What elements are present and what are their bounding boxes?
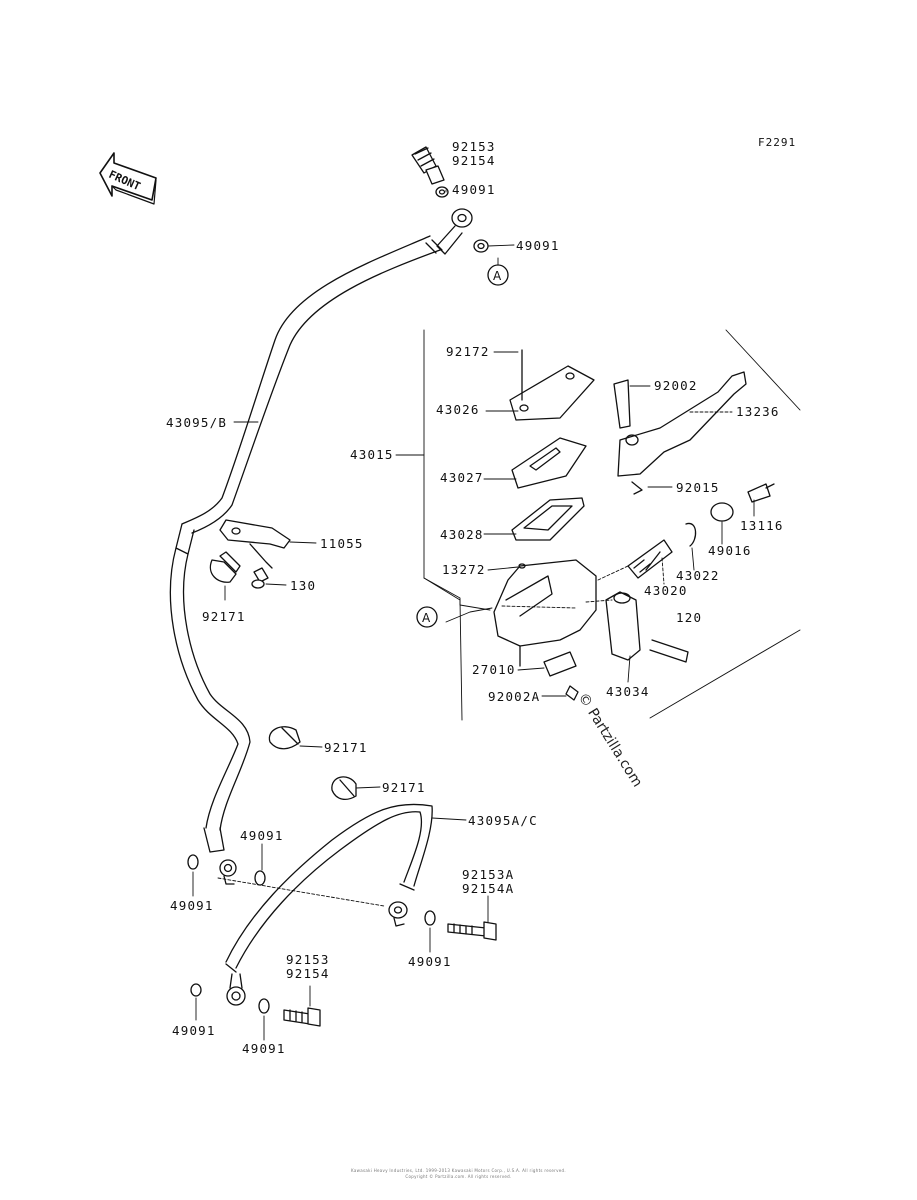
part-label-27010[interactable]: 27010 — [472, 662, 516, 677]
part-label-49091-a[interactable]: 49091 — [452, 182, 496, 197]
brake-hose-43095-b-lower — [169, 547, 251, 853]
part-label-43028[interactable]: 43028 — [440, 527, 484, 542]
switch-13116 — [747, 483, 775, 503]
part-label-130[interactable]: 130 — [290, 578, 317, 593]
figure-code: F2291 — [758, 136, 797, 149]
part-label-49016[interactable]: 49016 — [708, 543, 752, 558]
part-label-92153-top[interactable]: 92153 — [452, 139, 496, 154]
part-label-92171-a[interactable]: 92171 — [202, 609, 246, 624]
banjo-bolt-92153a — [447, 921, 497, 941]
washer-49091-a — [435, 186, 449, 198]
ref-marker-a-top: A — [487, 264, 509, 286]
part-label-49091-d[interactable]: 49091 — [240, 828, 284, 843]
part-label-92002a[interactable]: 92002A — [488, 689, 541, 704]
banjo-bolt-top — [411, 146, 445, 185]
part-label-43020[interactable]: 43020 — [644, 583, 688, 598]
brake-lever-13236 — [613, 371, 747, 495]
part-label-11055[interactable]: 11055 — [320, 536, 364, 551]
part-label-43095-b[interactable]: 43095/B — [166, 415, 228, 430]
banjo-fitting-bottom — [226, 973, 246, 1006]
part-label-49091-b[interactable]: 49091 — [516, 238, 560, 253]
part-label-43015[interactable]: 43015 — [350, 447, 394, 462]
part-label-43034[interactable]: 43034 — [606, 684, 650, 699]
part-label-13116[interactable]: 13116 — [740, 518, 784, 533]
clamp-92171-a — [209, 551, 241, 583]
part-label-92154a[interactable]: 92154A — [462, 881, 515, 896]
bracket-11055 — [219, 519, 291, 569]
banjo-fitting-right — [388, 901, 408, 927]
part-label-13272[interactable]: 13272 — [442, 562, 486, 577]
brake-hose-43095-b — [175, 235, 443, 555]
svg-text:A: A — [422, 611, 431, 625]
part-label-92154-bottom[interactable]: 92154 — [286, 966, 330, 981]
front-arrow-icon: FRONT — [99, 152, 157, 205]
part-label-92153-bottom[interactable]: 92153 — [286, 952, 330, 967]
part-label-43027[interactable]: 43027 — [440, 470, 484, 485]
assembly-group-lines — [217, 329, 801, 907]
part-label-43095-ac[interactable]: 43095A/C — [468, 813, 538, 828]
bolt-130 — [251, 567, 269, 589]
washer-49091-b — [473, 239, 489, 253]
part-label-49091-e[interactable]: 49091 — [408, 954, 452, 969]
part-label-92172[interactable]: 92172 — [446, 344, 490, 359]
part-label-92015[interactable]: 92015 — [676, 480, 720, 495]
svg-text:A: A — [493, 269, 502, 283]
banjo-fitting-mid — [219, 859, 237, 885]
part-label-120[interactable]: 120 — [676, 610, 703, 625]
footer-line-1: Kawasaki Heavy Industries, Ltd. 1999-201… — [351, 1168, 566, 1173]
part-label-43022[interactable]: 43022 — [676, 568, 720, 583]
footer-line-2: Copyright © Partzilla.com. All rights re… — [405, 1174, 512, 1179]
part-label-92171-c[interactable]: 92171 — [382, 780, 426, 795]
part-label-92153a[interactable]: 92153A — [462, 867, 515, 882]
part-label-92154-top[interactable]: 92154 — [452, 153, 496, 168]
part-label-13236[interactable]: 13236 — [736, 404, 780, 419]
dust-cover-49016 — [710, 502, 734, 522]
washer-49091-g — [258, 998, 270, 1014]
leader-lines — [192, 189, 755, 1041]
part-label-49091-f[interactable]: 49091 — [172, 1023, 216, 1038]
part-label-49091-c[interactable]: 49091 — [170, 898, 214, 913]
washer-49091-c — [187, 854, 199, 870]
clamp-92171-c — [331, 776, 357, 801]
banjo-fitting-top — [436, 208, 473, 255]
part-label-92171-b[interactable]: 92171 — [324, 740, 368, 755]
clamp-92171-b — [268, 726, 301, 750]
washer-49091-e — [424, 910, 436, 926]
master-cylinder-assembly — [493, 349, 697, 701]
ref-marker-a-mid: A — [416, 606, 438, 628]
part-label-92002[interactable]: 92002 — [654, 378, 698, 393]
washer-49091-f — [190, 983, 202, 997]
banjo-bolt-92153-bottom — [283, 1007, 321, 1027]
part-label-43026[interactable]: 43026 — [436, 402, 480, 417]
washer-49091-d — [254, 870, 266, 886]
part-label-49091-g[interactable]: 49091 — [242, 1041, 286, 1056]
brake-hose-43095-ac — [225, 803, 433, 973]
